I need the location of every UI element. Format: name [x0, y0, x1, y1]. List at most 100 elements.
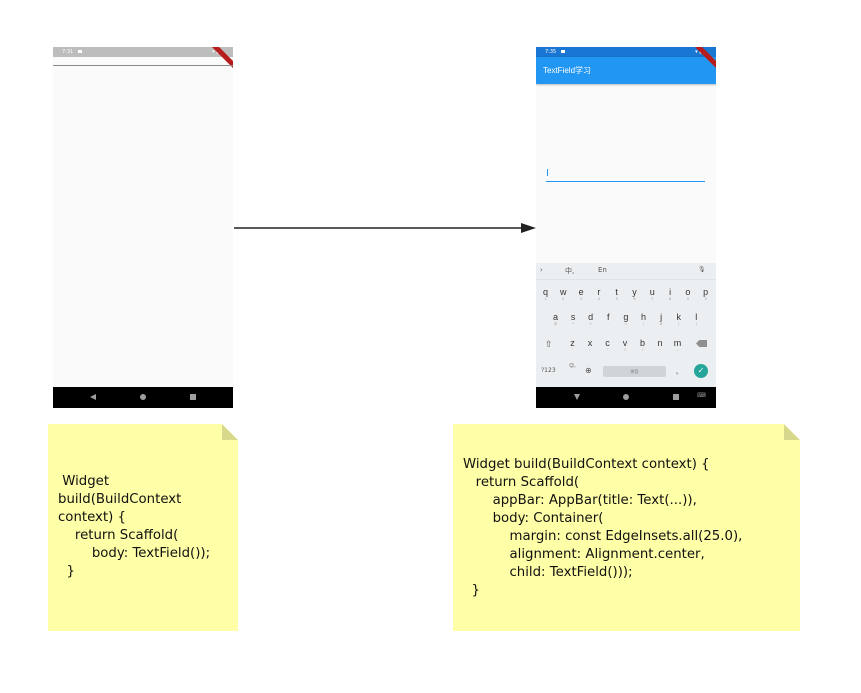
key-q[interactable]: q: [542, 287, 548, 297]
home-icon[interactable]: [623, 394, 629, 400]
key-p[interactable]: p: [703, 287, 709, 297]
english-mode-button[interactable]: En: [598, 266, 607, 274]
key-secondary-label: 6: [633, 297, 636, 301]
key-wrapper[interactable]: n~: [652, 338, 669, 353]
key-a[interactable]: a: [552, 312, 558, 322]
emoji-punct-key[interactable]: ☺,: [569, 363, 576, 369]
key-k[interactable]: k: [676, 312, 681, 322]
chinese-mode-button[interactable]: 中,: [565, 267, 575, 275]
key-secondary-label: *: [572, 322, 574, 326]
key-f[interactable]: f: [607, 312, 610, 322]
keyboard-switch-icon[interactable]: ⌨: [697, 392, 706, 399]
notification-icon: [78, 50, 83, 53]
key-secondary-label: ': [572, 348, 573, 352]
key-wrapper[interactable]: a@: [547, 312, 564, 327]
done-key[interactable]: ✓: [694, 364, 708, 378]
key-wrapper[interactable]: g=: [617, 312, 634, 327]
key-wrapper[interactable]: s*: [565, 312, 582, 327]
key-u[interactable]: u: [649, 287, 655, 297]
textfield-input[interactable]: [546, 181, 705, 182]
key-secondary-label: +: [589, 322, 593, 326]
key-o[interactable]: o: [685, 287, 691, 297]
space-key[interactable]: 拼音: [603, 366, 666, 377]
key-secondary-label: 9: [686, 297, 689, 301]
shift-icon[interactable]: ⇧: [545, 340, 553, 350]
key-d[interactable]: d: [588, 312, 594, 322]
expand-icon[interactable]: ›: [540, 266, 543, 274]
key-b[interactable]: b: [639, 338, 645, 348]
hide-keyboard-icon[interactable]: [574, 394, 580, 400]
app-bar: TextField学习: [536, 57, 716, 84]
key-secondary-label: @: [553, 322, 558, 326]
key-j[interactable]: j: [660, 312, 663, 322]
key-m[interactable]: m: [673, 338, 682, 348]
phone-screen-before: 7:31 ▾ ▮: [53, 47, 233, 408]
key-w[interactable]: w: [560, 287, 567, 297]
note-fold: [784, 424, 800, 440]
key-wrapper[interactable]: h/: [635, 312, 652, 327]
key-h[interactable]: h: [640, 312, 646, 322]
key-wrapper[interactable]: c": [599, 338, 616, 353]
key-l[interactable]: l: [695, 312, 698, 322]
key-secondary-label: ): [695, 322, 697, 326]
key-secondary-label: 2: [562, 297, 565, 301]
key-x[interactable]: x: [587, 338, 593, 348]
key-y[interactable]: y: [632, 287, 637, 297]
back-icon[interactable]: [90, 394, 96, 400]
key-wrapper[interactable]: f-: [600, 312, 617, 327]
numbers-key[interactable]: ?123: [541, 367, 556, 374]
key-s[interactable]: s: [570, 312, 576, 322]
key-secondary-label: :: [589, 348, 591, 352]
key-wrapper[interactable]: j#: [653, 312, 670, 327]
key-secondary-label: (: [678, 322, 680, 326]
key-wrapper[interactable]: l): [688, 312, 705, 327]
nav-bar: [53, 387, 233, 408]
key-wrapper[interactable]: d+: [582, 312, 599, 327]
mic-icon[interactable]: 🎙: [698, 266, 706, 273]
home-icon[interactable]: [140, 394, 146, 400]
nav-bar: ⌨: [536, 387, 716, 408]
code-snippet-after: Widget build(BuildContext context) { ret…: [463, 457, 743, 598]
key-wrapper[interactable]: z': [564, 338, 581, 353]
globe-icon[interactable]: ⊕: [585, 366, 592, 375]
key-r[interactable]: r: [597, 287, 601, 297]
key-wrapper[interactable]: x:: [582, 338, 599, 353]
status-time: 7:31: [62, 49, 74, 55]
recent-apps-icon[interactable]: [673, 394, 679, 400]
key-secondary-label: 4: [597, 297, 600, 301]
key-wrapper[interactable]: k(: [670, 312, 687, 327]
key-i[interactable]: i: [669, 287, 672, 297]
key-secondary-label: 7: [651, 297, 654, 301]
key-wrapper[interactable]: v?: [617, 338, 634, 353]
key-secondary-label: 0: [704, 297, 707, 301]
key-c[interactable]: c: [605, 338, 610, 348]
key-secondary-label: #: [659, 322, 663, 326]
key-v[interactable]: v: [622, 338, 628, 348]
key-wrapper[interactable]: b!: [634, 338, 651, 353]
key-g[interactable]: g: [623, 312, 629, 322]
key-z[interactable]: z: [570, 338, 575, 348]
key-secondary-label: 8: [668, 297, 672, 301]
key-n[interactable]: n: [657, 338, 663, 348]
code-note-before: Widget build(BuildContext context) { ret…: [48, 424, 238, 631]
key-t[interactable]: t: [615, 287, 618, 297]
key-e[interactable]: e: [578, 287, 584, 297]
key-wrapper[interactable]: m…: [669, 338, 686, 353]
textfield-underline[interactable]: [53, 65, 233, 66]
keyboard-toolbar: › 中, En 🎙: [536, 263, 716, 280]
recent-apps-icon[interactable]: [190, 394, 196, 400]
backspace-icon[interactable]: [696, 340, 707, 347]
status-bar: 7:35 ▾ ▮: [536, 47, 716, 57]
period-key[interactable]: 。: [676, 369, 683, 376]
